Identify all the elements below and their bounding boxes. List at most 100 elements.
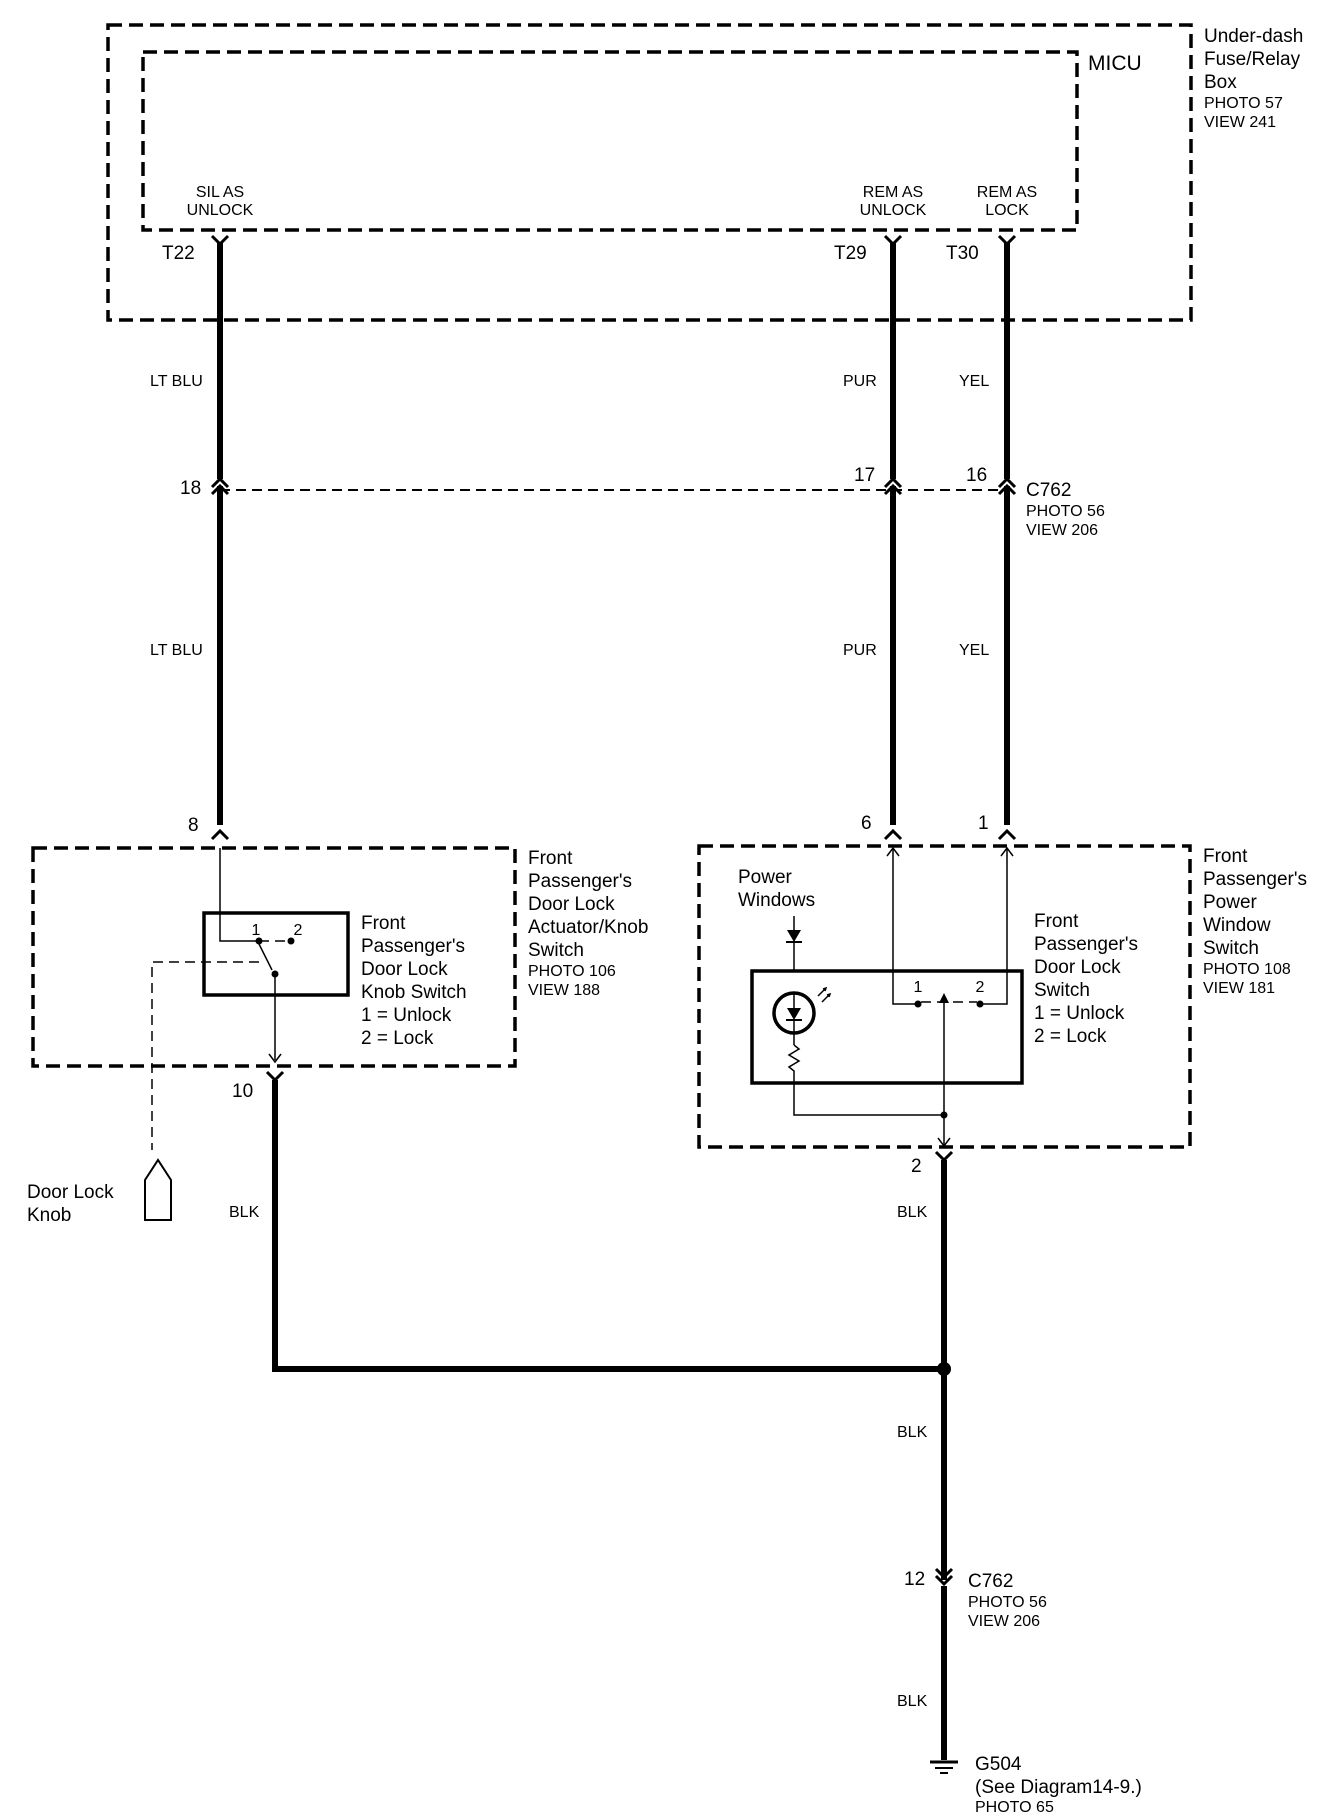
door-lock-switch-name-3: Door Lock [1034, 957, 1121, 978]
c762-top-name: C762 [1026, 480, 1071, 501]
knob-switch-name-2: Passenger's [361, 936, 465, 957]
actuator-name-1: Front [528, 848, 573, 869]
door-lock-switch-name-4: Switch [1034, 980, 1090, 1001]
blk-splice-point [937, 1362, 951, 1376]
actuator-pin-10-connector [265, 1070, 285, 1083]
pws-name-2: Passenger's [1203, 869, 1307, 890]
pws-photo: PHOTO 108 [1203, 961, 1291, 978]
wire-label-lt-blu-middle: LT BLU [150, 642, 203, 659]
actuator-pin-8-connector [210, 828, 230, 841]
c762-top-view: VIEW 206 [1026, 522, 1098, 539]
actuator-name-2: Passenger's [528, 871, 632, 892]
pws-contact-2-label: 2 [976, 979, 985, 996]
knob-contact-2-label: 2 [294, 922, 303, 939]
pws-switch-pivot [939, 993, 949, 1003]
terminal-t29: T29 [834, 243, 867, 264]
ground-photo: PHOTO 65 [975, 1799, 1054, 1816]
c762-top-photo: PHOTO 56 [1026, 503, 1105, 520]
ground-note: (See Diagram14-9.) [975, 1777, 1142, 1798]
power-windows-diode-icon [787, 930, 801, 942]
wire-label-lt-blu-upper: LT BLU [150, 373, 203, 390]
door-lock-switch-lock: 2 = Lock [1034, 1026, 1107, 1047]
terminal-t22: T22 [162, 243, 195, 264]
knob-switch-unlock: 1 = Unlock [361, 1005, 452, 1026]
door-lock-knob-label-1: Door Lock [27, 1182, 114, 1203]
pws-contact-1 [914, 1000, 922, 1008]
actuator-pin-10: 10 [232, 1081, 253, 1102]
wire-label-yel-middle: YEL [959, 642, 989, 659]
t29-func-2: UNLOCK [860, 202, 927, 219]
pws-pin-1-arrow [1000, 846, 1014, 857]
wire-label-blk-lower: BLK [897, 1424, 928, 1441]
c762-bottom-photo: PHOTO 56 [968, 1594, 1047, 1611]
door-lock-switch-box [750, 969, 1024, 1085]
pws-view: VIEW 181 [1203, 980, 1275, 997]
actuator-name-3: Door Lock [528, 894, 615, 915]
wire-label-blk-pws: BLK [897, 1204, 928, 1221]
c762-pin-18: 18 [180, 478, 201, 499]
pws-pin-2-connector [934, 1150, 954, 1163]
pws-ground-junction [940, 1111, 948, 1119]
c762-bottom-view: VIEW 206 [968, 1613, 1040, 1630]
actuator-pin-8: 8 [188, 815, 199, 836]
actuator-pin-10-arrow [268, 1053, 282, 1064]
wire-label-blk-actuator: BLK [229, 1204, 260, 1221]
c762-pin-16: 16 [966, 465, 987, 486]
knob-switch-name-4: Knob Switch [361, 982, 467, 1003]
fuse-box-name-2: Fuse/Relay [1204, 49, 1301, 70]
pws-pin-2-arrow [937, 1137, 951, 1148]
pws-pin-2: 2 [911, 1156, 922, 1177]
c762-pin-18-connector [210, 476, 230, 496]
pws-pin-6: 6 [861, 813, 872, 834]
pws-wire-pin-1 [980, 848, 1008, 1005]
pws-contact-1-label: 1 [914, 979, 923, 996]
micu-outline [141, 50, 1079, 232]
wire-label-pur-middle: PUR [843, 642, 877, 659]
fuse-box-name-3: Box [1204, 72, 1237, 93]
wire-label-yel-upper: YEL [959, 373, 989, 390]
knob-switch-lock: 2 = Lock [361, 1028, 434, 1049]
t22-func-1: SIL AS [196, 184, 244, 201]
knob-mechanical-link [151, 961, 259, 1150]
door-lock-knob-label-2: Knob [27, 1205, 71, 1226]
c762-pin-12: 12 [904, 1569, 925, 1590]
ground-icon [930, 1760, 958, 1774]
knob-switch-box [202, 911, 350, 997]
knob-contact-1-label: 1 [252, 922, 261, 939]
power-windows-label-1: Power [738, 867, 793, 888]
indicator-light-rays-icon [817, 986, 832, 1003]
fuse-relay-box-outline [106, 23, 1193, 322]
resistor-icon [787, 1044, 944, 1116]
actuator-name-4: Actuator/Knob [528, 917, 648, 938]
t22-func-2: UNLOCK [187, 202, 254, 219]
door-lock-switch-unlock: 1 = Unlock [1034, 1003, 1125, 1024]
c762-pin-17: 17 [854, 465, 875, 486]
pws-name-5: Switch [1203, 938, 1259, 959]
terminal-t29-connector [883, 234, 903, 247]
actuator-name-5: Switch [528, 940, 584, 961]
actuator-outline [31, 846, 517, 1068]
c762-pin-12-connector [934, 1567, 954, 1587]
pws-contact-2 [976, 1000, 984, 1008]
door-lock-knob-symbol [144, 1158, 172, 1221]
fuse-box-photo: PHOTO 57 [1204, 95, 1283, 112]
indicator-led-icon [787, 1008, 801, 1020]
knob-switch-name-3: Door Lock [361, 959, 448, 980]
pws-name-3: Power [1203, 892, 1258, 913]
c762-pin-17-connector [883, 476, 903, 496]
pws-pin-1-connector [997, 828, 1017, 841]
door-lock-switch-name-1: Front [1034, 911, 1079, 932]
actuator-photo: PHOTO 106 [528, 963, 616, 980]
c762-bottom-name: C762 [968, 1571, 1013, 1592]
wire-label-pur-upper: PUR [843, 373, 877, 390]
knob-switch-blade [258, 943, 273, 971]
pws-pin-1: 1 [978, 813, 989, 834]
knob-switch-wire-in [219, 848, 259, 942]
pws-wire-pin-6 [892, 848, 918, 1005]
t30-func-1: REM AS [977, 184, 1037, 201]
c762-pin-16-connector [997, 476, 1017, 496]
pws-name-4: Window [1203, 915, 1271, 936]
wire-label-blk-ground: BLK [897, 1693, 928, 1710]
power-windows-label-2: Windows [738, 890, 815, 911]
